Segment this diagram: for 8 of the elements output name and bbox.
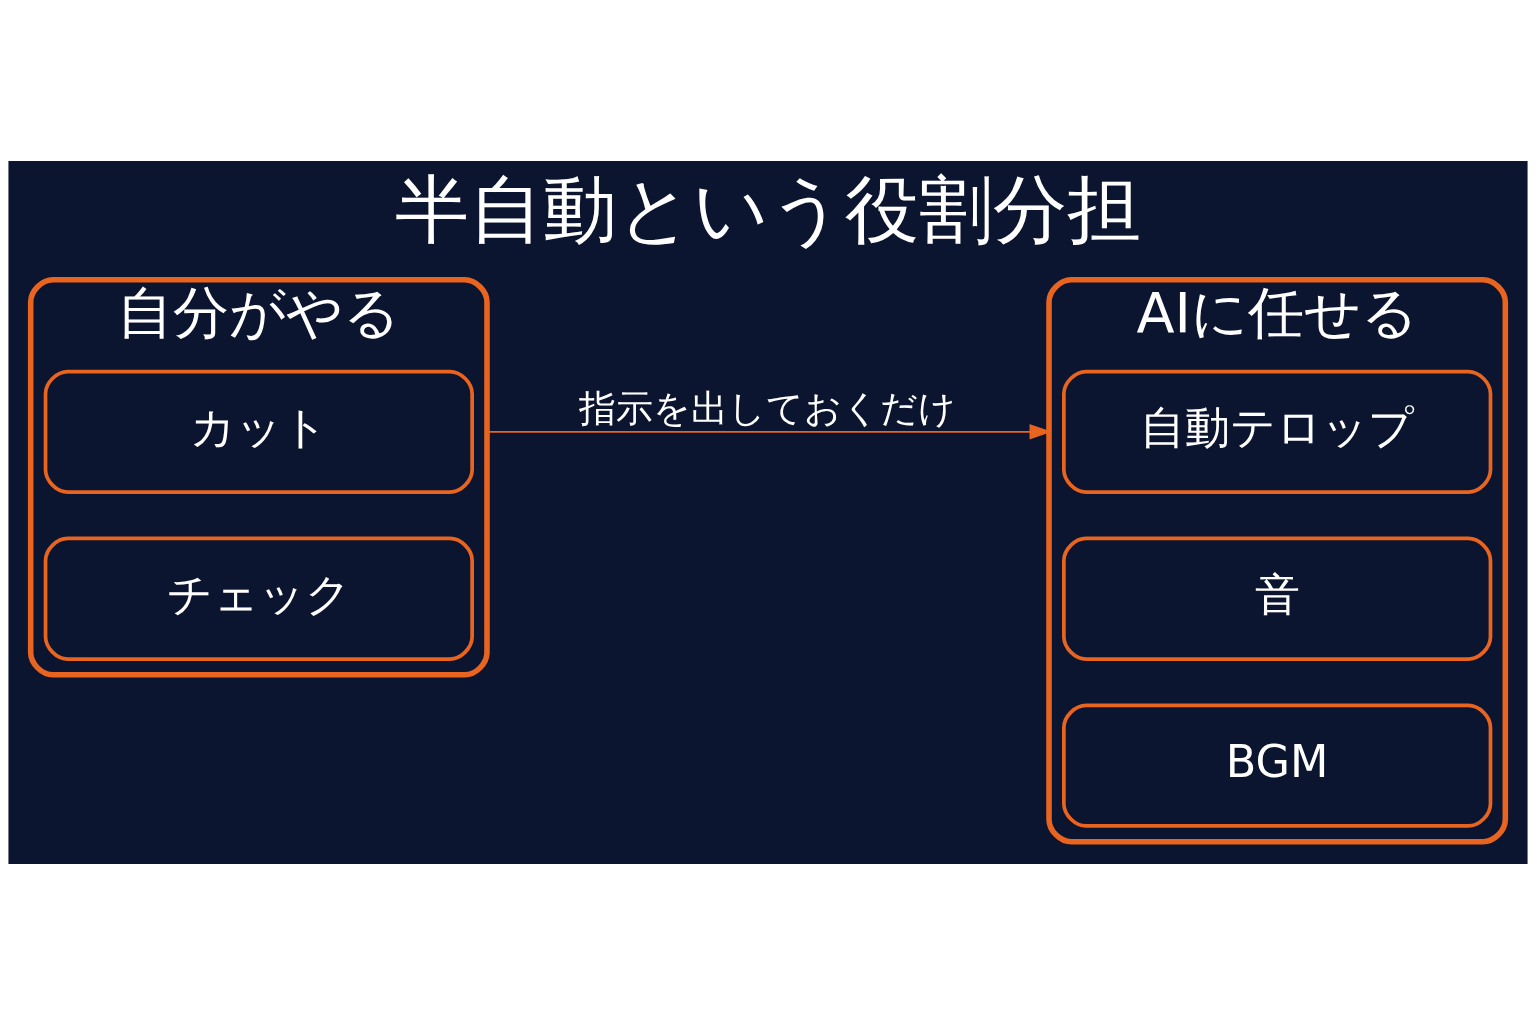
node-box: 自動テロップ bbox=[1062, 369, 1493, 494]
arrow bbox=[486, 423, 1052, 440]
node-box: カット bbox=[43, 369, 474, 494]
edge-label: 指示を出しておくだけ bbox=[579, 386, 957, 430]
diagram-title: 半自動という役割分担 bbox=[395, 165, 1141, 252]
node-box: 音 bbox=[1062, 536, 1493, 661]
node-box: チェック bbox=[43, 536, 474, 661]
node-box: BGM bbox=[1062, 703, 1493, 828]
